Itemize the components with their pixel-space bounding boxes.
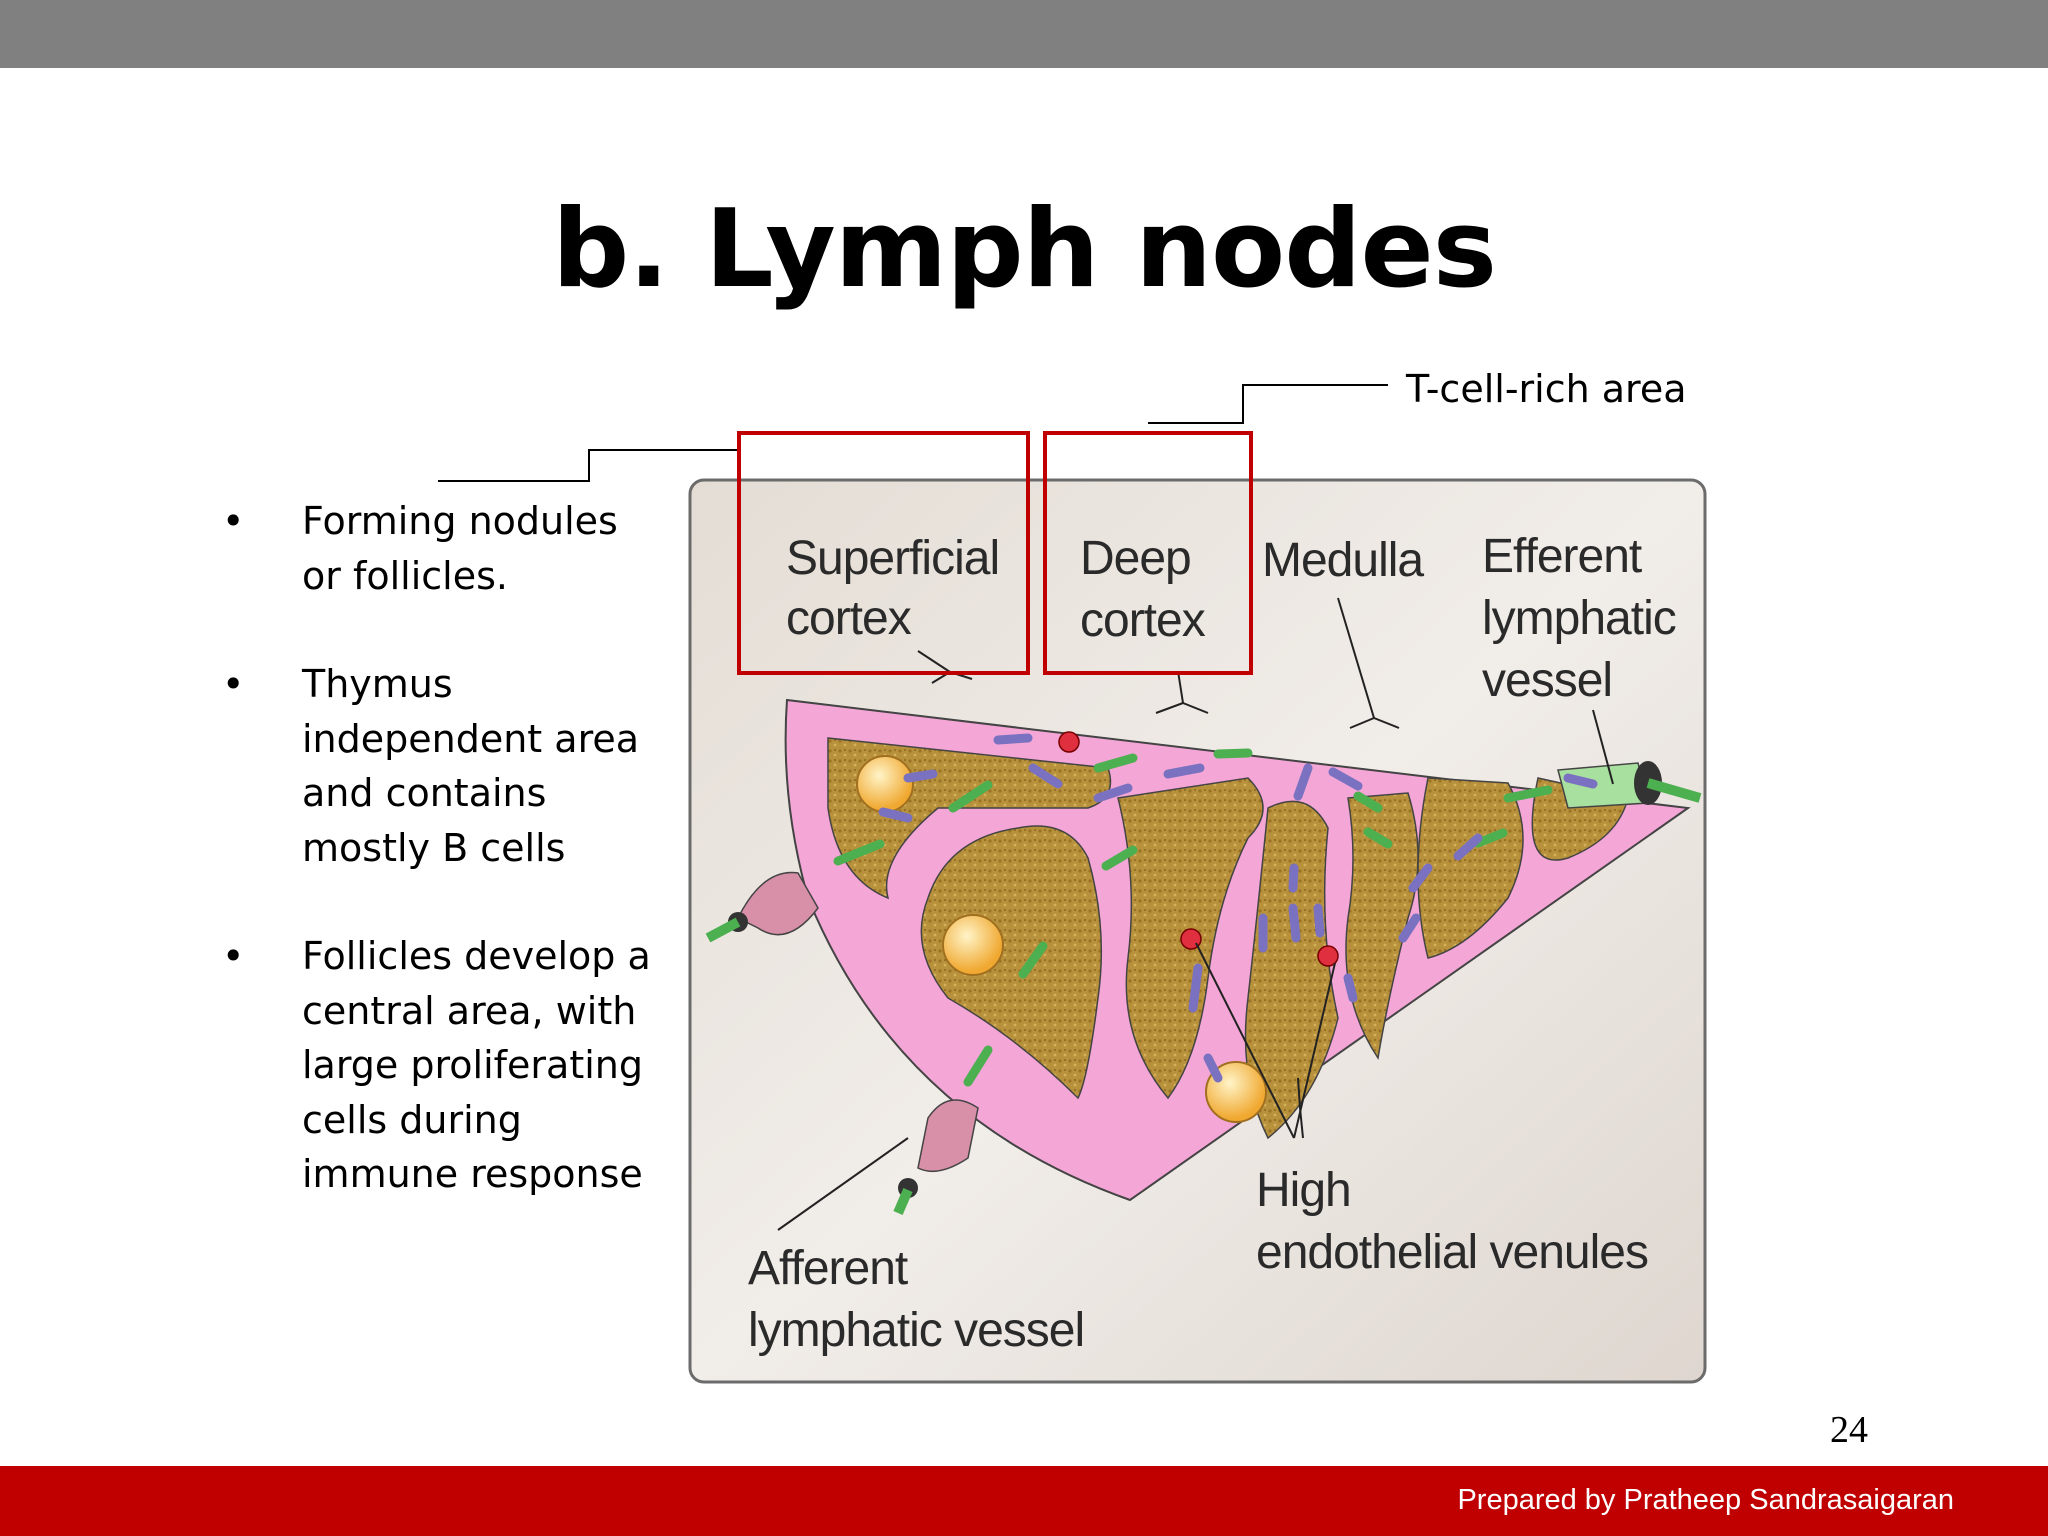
footer-credit: Prepared by Pratheep Sandrasaigaran [1457,1484,1954,1516]
slide-title: b. Lymph nodes [551,187,1497,312]
cortex-band [920,825,1103,1100]
figure-leader-lines [777,597,1614,1231]
label-efferent-1: Efferent [1482,530,1642,583]
medulla-cord [1417,777,1524,959]
bullet-text: Follicles develop a central area, with l… [302,934,651,1196]
superficial-cortex-highlight-box [737,431,1030,675]
label-efferent-2: lymphatic [1482,592,1677,645]
label-hev-2: endothelial venules [1256,1226,1649,1279]
lymph-flow-arrows [833,748,1553,1087]
afferent-vessel [893,1099,979,1215]
medulla-cord [1244,800,1339,1140]
afferent-vessel [705,871,819,943]
label-afferent-1: Afferent [748,1242,908,1295]
t-cell-rich-area-label: T-cell-rich area [1406,367,1687,411]
bullet-dot: • [222,499,245,543]
label-afferent-2: lymphatic vessel [748,1304,1085,1357]
deep-cortex-highlight-box [1043,431,1253,675]
medulla-cord [1345,792,1419,1060]
label-deep-cortex-1: Deep [1080,532,1192,585]
bullet-item: • Forming nodules or follicles. [222,494,662,603]
bullet-text: Thymus independent area and contains mos… [302,662,640,870]
bullet-item: • Follicles develop a central area, with… [222,929,662,1202]
label-superficial-cortex-2: cortex [786,592,912,645]
label-hev-1: High [1256,1164,1352,1217]
label-deep-cortex-2: cortex [1080,594,1206,647]
footer-bar: Prepared by Pratheep Sandrasaigaran [0,1466,2048,1536]
hev-dot [1058,731,1080,753]
top-bar [0,0,2048,68]
page-number: 24 [1830,1409,1868,1451]
lymph-node-illustration [688,478,1707,1384]
lymph-node-diagram: Superficial cortex Deep cortex Medulla E… [688,478,1707,1384]
bullet-dot: • [222,662,245,706]
bullet-item: • Thymus independent area and contains m… [222,657,662,875]
label-efferent-3: vessel [1482,654,1613,707]
lymphocyte-arrows [878,733,1598,1083]
bullet-text: Forming nodules or follicles. [302,499,618,598]
efferent-vessel [1557,761,1702,809]
follicle [942,914,1004,976]
follicle [856,755,914,813]
label-superficial-cortex-1: Superficial [786,532,1000,585]
bullet-dot: • [222,934,245,978]
label-medulla: Medulla [1262,534,1424,587]
hev-dot [1317,945,1339,967]
bullet-list: • Forming nodules or follicles. • Thymus… [222,494,662,1256]
